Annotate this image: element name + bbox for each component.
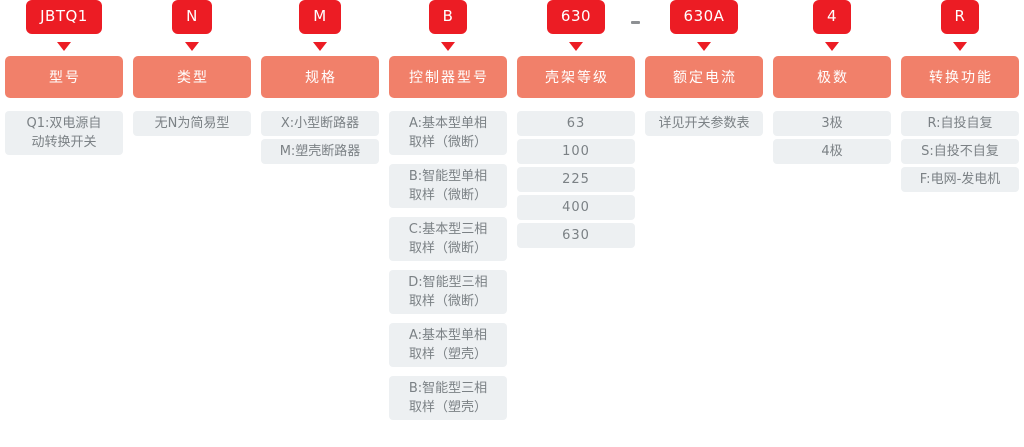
code-badge[interactable]: JBTQ1: [26, 0, 102, 34]
code-badge[interactable]: N: [172, 0, 212, 34]
down-arrow-icon: [697, 42, 711, 51]
option-cell: 详见开关参数表: [645, 111, 763, 136]
option-cell: M:塑壳断路器: [261, 139, 379, 164]
code-badge[interactable]: 630A: [669, 0, 739, 34]
option-cell: 3极: [773, 111, 891, 136]
header-box: 类型: [133, 56, 251, 98]
option-cell: A:基本型单相 取样（塑壳）: [389, 323, 507, 367]
header-box: 规格: [261, 56, 379, 98]
code-badge[interactable]: 4: [812, 0, 852, 34]
cell-list: 63 100 225 400 630: [517, 111, 635, 251]
code-badge[interactable]: R: [940, 0, 980, 34]
column-controller-code: B 控制器型号 A:基本型单相 取样（微断） B:智能型单相 取样（微断） C:…: [389, 0, 507, 429]
option-cell: Q1:双电源自 动转换开关: [5, 111, 123, 155]
column-frame-rating-code: 630 壳架等级 63 100 225 400 630: [517, 0, 635, 251]
cell-list: Q1:双电源自 动转换开关: [5, 111, 123, 164]
header-box: 转换功能: [901, 56, 1019, 98]
down-arrow-icon: [313, 42, 327, 51]
down-arrow-icon: [441, 42, 455, 51]
cell-list: A:基本型单相 取样（微断） B:智能型单相 取样（微断） C:基本型三相 取样…: [389, 111, 507, 429]
column-type-code: JBTQ1 型号 Q1:双电源自 动转换开关: [5, 0, 123, 164]
code-badge[interactable]: 630: [546, 0, 606, 34]
code-badge-slot: 630A: [645, 0, 763, 38]
code-badge-slot: 4: [773, 0, 891, 38]
code-badge[interactable]: M: [299, 0, 341, 34]
option-cell: C:基本型三相 取样（微断）: [389, 217, 507, 261]
option-cell: S:自投不自复: [901, 139, 1019, 164]
option-cell: F:电网-发电机: [901, 167, 1019, 192]
option-cell: X:小型断路器: [261, 111, 379, 136]
option-cell: 630: [517, 223, 635, 248]
header-box: 额定电流: [645, 56, 763, 98]
option-cell: B:智能型单相 取样（微断）: [389, 164, 507, 208]
option-cell: R:自投自复: [901, 111, 1019, 136]
separator-dash-icon: [631, 21, 640, 24]
cell-list: R:自投自复 S:自投不自复 F:电网-发电机: [901, 111, 1019, 195]
column-transfer-function-code: R 转换功能 R:自投自复 S:自投不自复 F:电网-发电机: [901, 0, 1019, 195]
down-arrow-icon: [57, 42, 71, 51]
header-box: 极数: [773, 56, 891, 98]
cell-list: 3极 4极: [773, 111, 891, 167]
option-cell: 100: [517, 139, 635, 164]
cell-list: 无N为简易型: [133, 111, 251, 139]
code-badge-slot: JBTQ1: [5, 0, 123, 38]
code-badge-slot: R: [901, 0, 1019, 38]
column-container: JBTQ1 型号 Q1:双电源自 动转换开关 N 类型 无N为简易型 M: [5, 0, 1019, 447]
option-cell: 225: [517, 167, 635, 192]
header-box: 型号: [5, 56, 123, 98]
cell-list: X:小型断路器 M:塑壳断路器: [261, 111, 379, 167]
option-cell: B:智能型三相 取样（塑壳）: [389, 376, 507, 420]
down-arrow-icon: [185, 42, 199, 51]
code-badge-slot: 630: [517, 0, 635, 38]
option-cell: 63: [517, 111, 635, 136]
down-arrow-icon: [569, 42, 583, 51]
column-spec-code: M 规格 X:小型断路器 M:塑壳断路器: [261, 0, 379, 167]
option-cell: 无N为简易型: [133, 111, 251, 136]
code-badge-slot: B: [389, 0, 507, 38]
code-badge-slot: M: [261, 0, 379, 38]
code-badge-slot: N: [133, 0, 251, 38]
column-poles-code: 4 极数 3极 4极: [773, 0, 891, 167]
column-kind-code: N 类型 无N为简易型: [133, 0, 251, 139]
down-arrow-icon: [825, 42, 839, 51]
cell-list: 详见开关参数表: [645, 111, 763, 139]
option-cell: 400: [517, 195, 635, 220]
header-box: 控制器型号: [389, 56, 507, 98]
down-arrow-icon: [953, 42, 967, 51]
option-cell: A:基本型单相 取样（微断）: [389, 111, 507, 155]
option-cell: D:智能型三相 取样（微断）: [389, 270, 507, 314]
header-box: 壳架等级: [517, 56, 635, 98]
column-rated-current-code: 630A 额定电流 详见开关参数表: [645, 0, 763, 139]
code-badge[interactable]: B: [428, 0, 468, 34]
option-cell: 4极: [773, 139, 891, 164]
